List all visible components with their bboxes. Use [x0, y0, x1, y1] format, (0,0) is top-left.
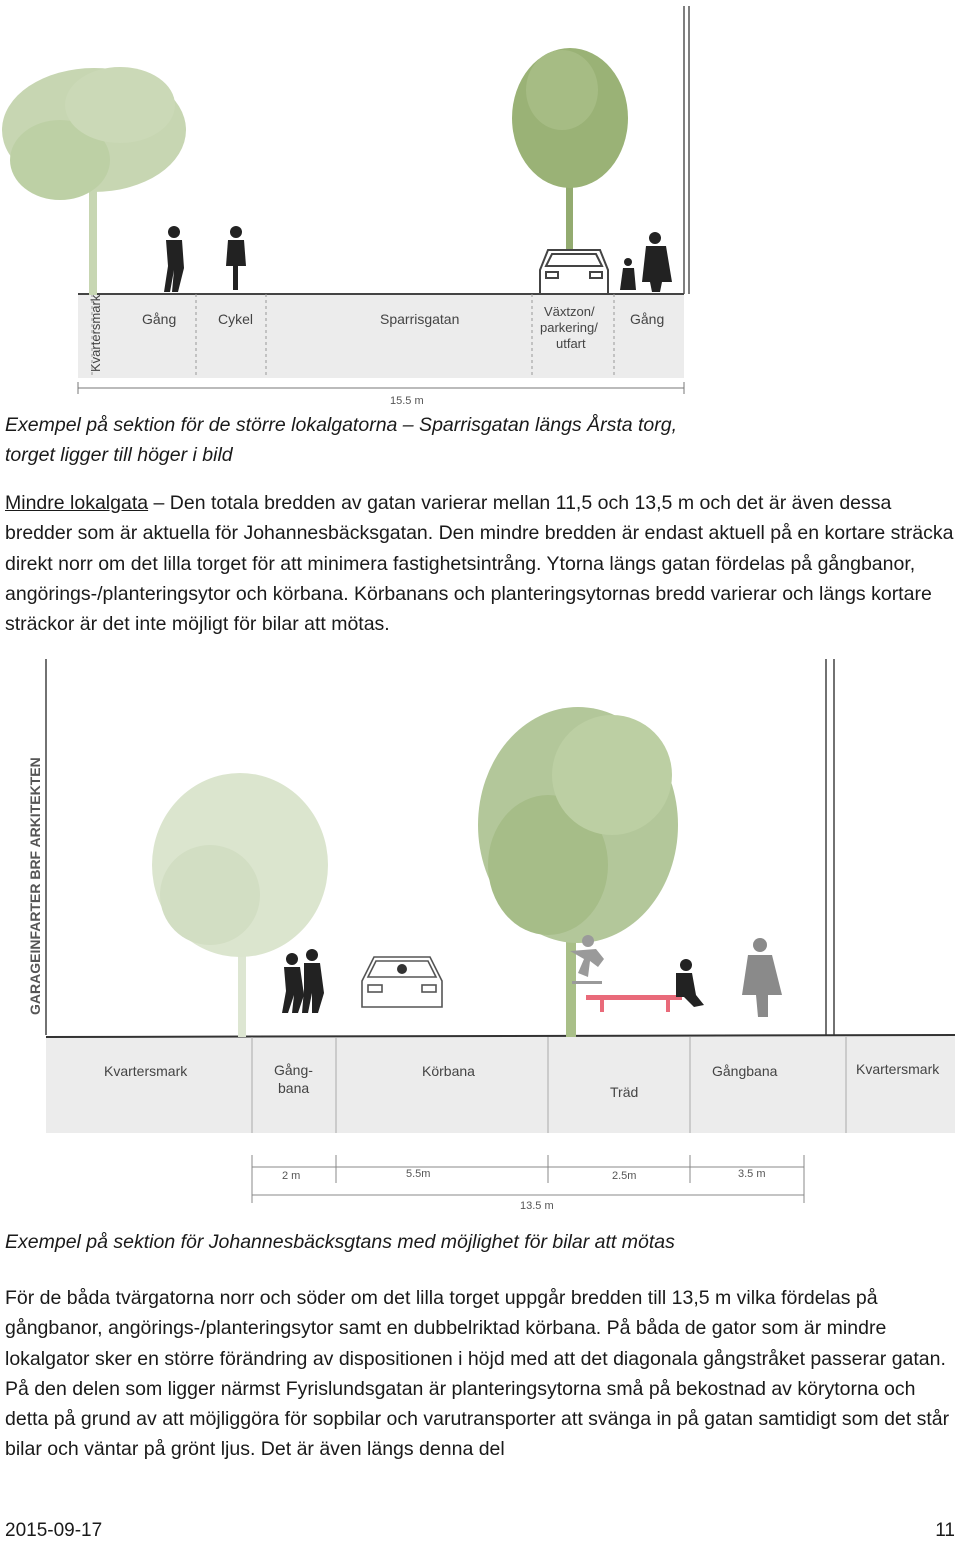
- label-trad: Träd: [610, 1084, 638, 1100]
- pedestrians-couple-icon: [282, 949, 324, 1013]
- dimension-2-5m: 2.5m: [612, 1170, 636, 1182]
- bench-icon: [586, 995, 682, 1012]
- label-vaxtzon: Växtzon/: [544, 304, 595, 319]
- label-utfart: utfart: [556, 336, 586, 351]
- label-parkering: parkering/: [540, 320, 598, 335]
- caption-figure-1: Exempel på sektion för de större lokalga…: [5, 410, 677, 470]
- footer-page-number: 11: [935, 1520, 955, 1541]
- skateboarder-icon: [570, 935, 604, 984]
- dimension-total: 13.5 m: [520, 1200, 554, 1212]
- label-gang-right: Gång: [630, 311, 664, 327]
- label-cykel: Cykel: [218, 311, 253, 327]
- cyclist-icon: [226, 226, 246, 290]
- tree-left: [2, 67, 186, 295]
- label-garageinfarter: GARAGEINFARTER BRF ARKITEKTEN: [27, 757, 43, 1015]
- dimension-total: 15.5 m: [390, 395, 424, 407]
- label-kvartersmark-left: Kvartersmark: [104, 1063, 188, 1079]
- paragraph-tvargatorna: För de båda tvärgatorna norr och söder o…: [5, 1287, 950, 1461]
- label-gangbana-1: Gång-: [274, 1062, 313, 1078]
- car-icon: [361, 956, 443, 1008]
- label-gangbana-right: Gångbana: [712, 1063, 778, 1079]
- car-icon: [539, 249, 609, 295]
- pedestrian-icon: [164, 226, 184, 292]
- label-korbana: Körbana: [422, 1063, 475, 1079]
- caption-line-2: torget ligger till höger i bild: [5, 444, 233, 466]
- label-kvartersmark-right: Kvartersmark: [856, 1061, 940, 1077]
- footer-date: 2015-09-17: [5, 1520, 103, 1541]
- ground-section: [46, 1035, 955, 1133]
- dimension-lines: [251, 1155, 805, 1203]
- sitting-person-icon: [676, 959, 704, 1007]
- dimension-5-5m: 5.5m: [406, 1168, 430, 1180]
- dimension-2m: 2 m: [282, 1170, 300, 1182]
- pedestrians-family-icon: [620, 232, 672, 292]
- tree-left: [152, 773, 328, 1037]
- tree-right: [512, 48, 628, 260]
- section-drawing-johannesbacksgatan: GARAGEINFARTER BRF ARKITEKTEN: [27, 659, 956, 1212]
- paragraph-lead: Mindre lokalgata: [5, 492, 149, 514]
- paragraph-body: – Den totala bredden av gatan varierar m…: [5, 492, 954, 636]
- paragraph-mindre-lokalgata: Mindre lokalgata – Den totala bredden av…: [5, 488, 955, 639]
- caption-figure-2: Exempel på sektion för Johannesbäcksgtan…: [5, 1231, 675, 1253]
- label-sparrisgatan: Sparrisgatan: [380, 311, 459, 327]
- caption-line-1: Exempel på sektion för de större lokalga…: [5, 414, 678, 436]
- pedestrian-icon: [742, 938, 782, 1017]
- dimension-3-5m: 3.5 m: [738, 1168, 766, 1180]
- section-drawing-sparrisgatan: Kvartersmark Gång Cykel Sparrisgatan Väx…: [2, 6, 690, 407]
- label-gangbana-2: bana: [278, 1080, 309, 1096]
- label-gang-left: Gång: [142, 311, 176, 327]
- tree-center: [478, 707, 678, 1037]
- label-kvartersmark: Kvartersmark: [88, 294, 103, 372]
